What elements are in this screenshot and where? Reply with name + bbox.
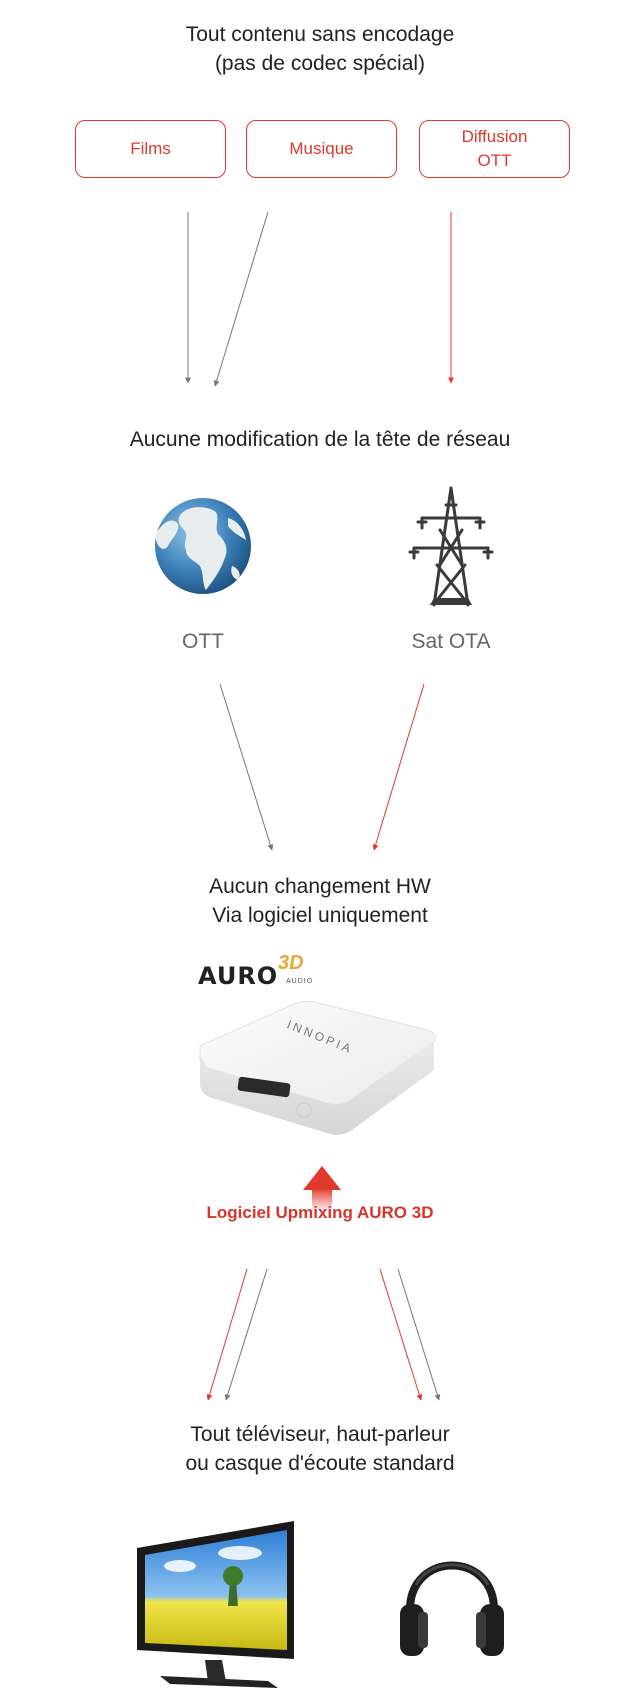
device-heading-line2: Via logiciel uniquement [212, 904, 428, 927]
auro3d-logo: AURO 3D AUDIO [198, 952, 328, 992]
device-heading: Aucun changement HW Via logiciel uniquem… [0, 872, 640, 930]
source-musique-label: Musique [289, 139, 354, 158]
top-heading-line1: Tout contenu sans encodage [185, 23, 455, 46]
source-films-label: Films [130, 139, 171, 158]
auro-logo-text: AURO [198, 962, 279, 990]
arrow-musique-headend [213, 211, 269, 387]
headend-heading: Aucune modification de la tête de réseau [129, 428, 511, 451]
source-films: Films [75, 120, 226, 178]
arrow-sat-device [372, 683, 425, 851]
auro-logo-3d: 3D [278, 952, 304, 974]
ott-label: OTT [182, 630, 224, 653]
software-label: Logiciel Upmixing AURO 3D [206, 1203, 434, 1222]
arrow-device-headphones-red [379, 1268, 423, 1401]
arrow-device-tv-gray [224, 1268, 268, 1401]
output-heading: Tout téléviseur, haut-parleur ou casque … [0, 1420, 640, 1478]
upmix-up-arrow [303, 1166, 341, 1212]
source-diffusion-label-line2: OTT [477, 151, 512, 170]
arrow-device-tv-red [206, 1268, 248, 1401]
top-heading: Tout contenu sans encodage (pas de codec… [0, 20, 640, 78]
source-diffusion-ott: Diffusion OTT [419, 120, 570, 178]
output-heading-line1: Tout téléviseur, haut-parleur [190, 1423, 450, 1446]
device-heading-line1: Aucun changement HW [209, 875, 431, 898]
sat-ota-label: Sat OTA [411, 630, 491, 653]
source-musique: Musique [246, 120, 397, 178]
source-diffusion-label-line1: Diffusion [461, 127, 528, 146]
arrow-ott-device [219, 683, 274, 851]
top-heading-line2: (pas de codec spécial) [214, 52, 426, 75]
output-heading-line2: ou casque d'écoute standard [185, 1452, 455, 1475]
arrow-device-headphones-gray [397, 1268, 441, 1401]
auro-logo-audio: AUDIO [286, 978, 314, 985]
